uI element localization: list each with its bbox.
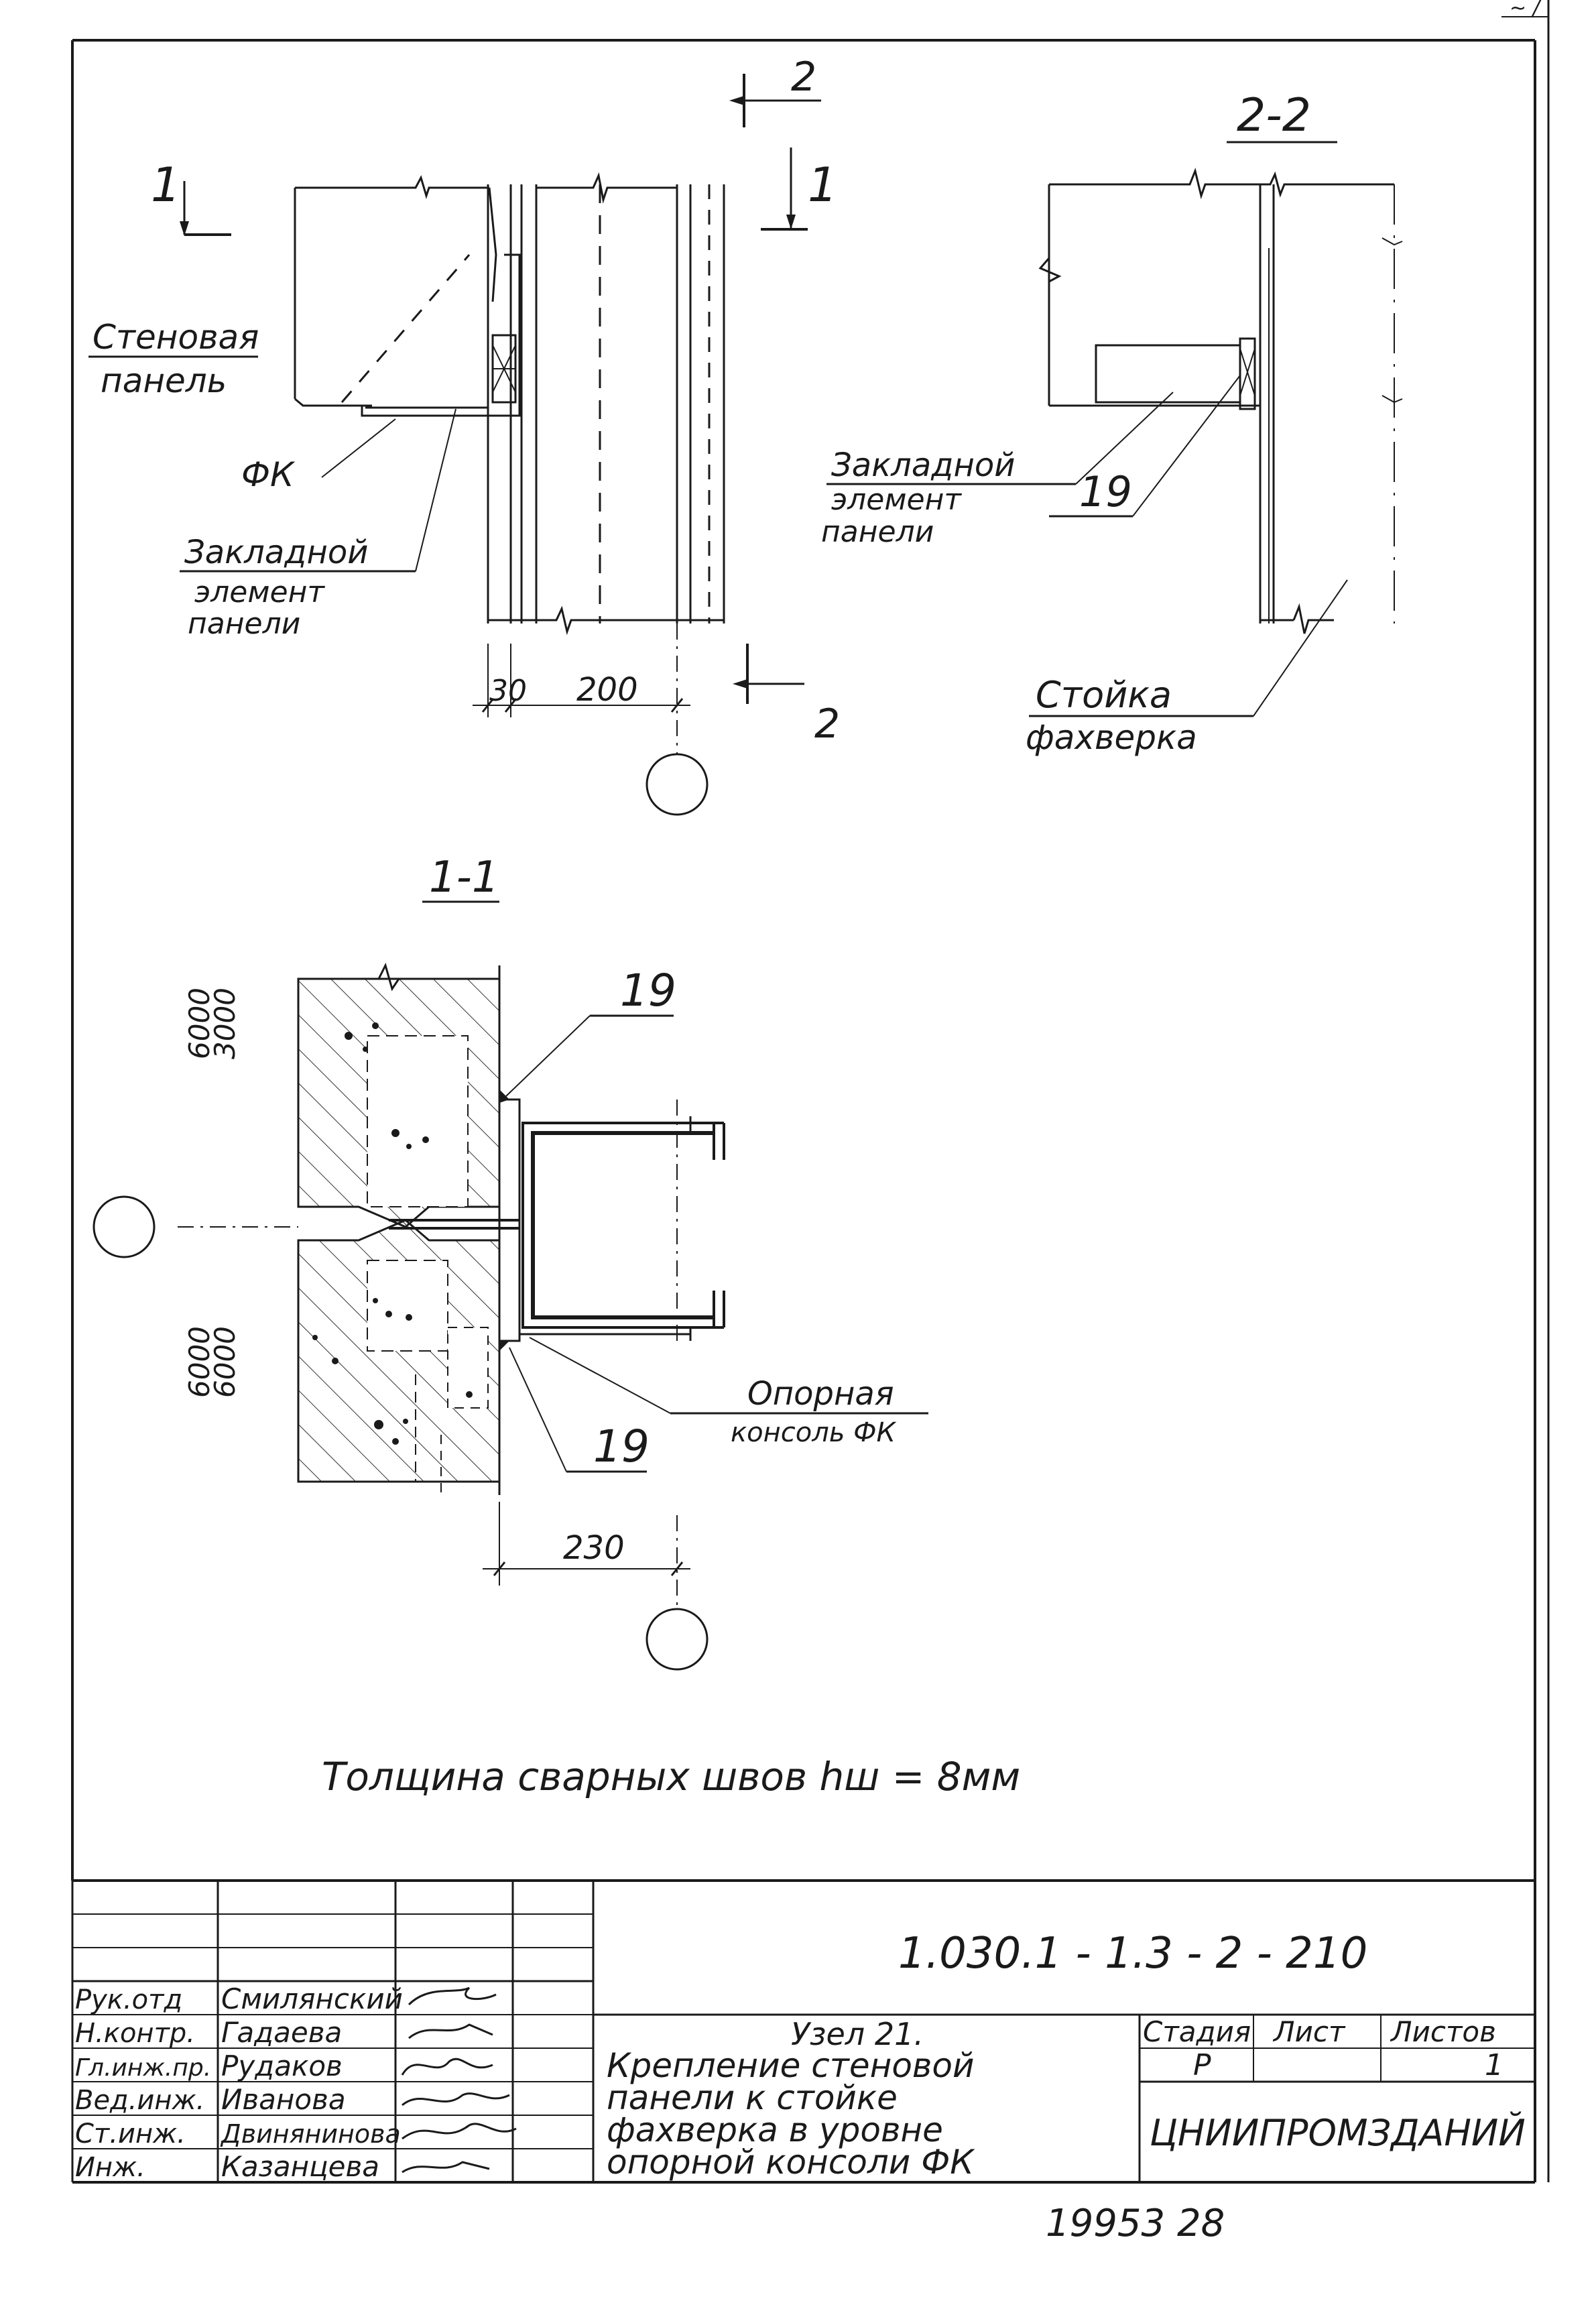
v22-label-19: 19 bbox=[1079, 467, 1132, 516]
title-line-5: опорной консоли ФК bbox=[607, 2143, 975, 2182]
concrete-aggregate bbox=[312, 1022, 473, 1445]
title-line-1: Узел 21. bbox=[791, 2016, 924, 2052]
staff-name-5: Двинянинова bbox=[220, 2119, 401, 2149]
view-1-1-title: 1-1 bbox=[429, 853, 499, 902]
staff-name-6: Казанцева bbox=[221, 2150, 379, 2183]
corner-fragment: ~ / bbox=[1510, 0, 1542, 20]
embedded-label-line3: панели bbox=[188, 607, 300, 641]
stage-header: Стадия bbox=[1143, 2015, 1251, 2048]
title-block: Рук.отд Смилянский Н.контр. Гадаева Гл.и… bbox=[71, 1879, 1535, 2184]
sheet-frame: ~ / bbox=[71, 0, 1550, 2182]
sheets-header: Листов bbox=[1390, 2015, 1496, 2048]
staff-name-4: Иванова bbox=[221, 2083, 346, 2116]
dim-top-3000: 3000 bbox=[208, 988, 241, 1059]
dim-230-label: 230 bbox=[563, 1529, 625, 1567]
embedded-label-line2: элемент bbox=[194, 575, 325, 609]
panel-label-line1: Стеновая bbox=[93, 318, 259, 357]
section-2-top-label: 2 bbox=[791, 54, 816, 101]
staff-name-3: Рудаков bbox=[221, 2050, 343, 2082]
view-2-2: 2-2 Закладной элемент панели 19 Стойка bbox=[821, 89, 1403, 757]
console-label-line2: консоль ФК bbox=[731, 1417, 897, 1448]
staff-role-3: Гл.инж.пр. bbox=[75, 2054, 211, 2082]
v22-embedded-line1: Закладной bbox=[831, 447, 1015, 484]
organization-name: ЦНИИПРОМЗДАНИЙ bbox=[1150, 2112, 1526, 2154]
section-2-bottom-label: 2 bbox=[814, 701, 840, 748]
label-19-bottom: 19 bbox=[593, 1421, 650, 1472]
elevation-view: 1 1 2 bbox=[88, 54, 840, 816]
title-line-3: панели к стойке bbox=[607, 2078, 898, 2117]
v22-column-line2: фахверка bbox=[1026, 718, 1197, 757]
v22-column-line1: Стойка bbox=[1036, 674, 1172, 716]
view-1-1: 1-1 6000 3000 6000 6000 bbox=[93, 853, 928, 1671]
staff-role-2: Н.контр. bbox=[75, 2018, 195, 2049]
footer-number: 19953 28 bbox=[1046, 2202, 1225, 2245]
signatures bbox=[401, 1986, 517, 2174]
dim-200-label: 200 bbox=[576, 671, 638, 709]
sheet-header: Лист bbox=[1272, 2015, 1346, 2048]
staff-name-2: Гадаева bbox=[221, 2016, 342, 2049]
title-line-4: фахверка в уровне bbox=[607, 2111, 943, 2149]
panel-label-line2: панель bbox=[101, 361, 227, 400]
v22-embedded-line3: панели bbox=[821, 515, 934, 549]
section-1-right-label: 1 bbox=[808, 158, 838, 213]
dim-30-label: 30 bbox=[489, 674, 527, 708]
fk-label: ФК bbox=[241, 455, 296, 494]
dim-bottom-6000a: 6000 bbox=[183, 1326, 216, 1398]
document-code: 1.030.1 - 1.3 - 2 - 210 bbox=[898, 1929, 1367, 1978]
embedded-label-line1: Закладной bbox=[184, 534, 368, 571]
dim-top-6000: 6000 bbox=[183, 988, 216, 1059]
staff-role-5: Ст.инж. bbox=[75, 2119, 186, 2149]
console-label-line1: Опорная bbox=[747, 1375, 894, 1413]
sheets-value: 1 bbox=[1485, 2048, 1503, 2082]
staff-role-1: Рук.отд bbox=[75, 1984, 182, 2015]
weld-thickness-note: Толщина сварных швов hш = 8мм bbox=[322, 1754, 1020, 1799]
v22-embedded-line2: элемент bbox=[831, 483, 962, 517]
view-2-2-title: 2-2 bbox=[1237, 89, 1311, 142]
staff-name-1: Смилянский bbox=[221, 1982, 403, 2015]
dim-bottom-6000b: 6000 bbox=[208, 1326, 241, 1398]
staff-role-4: Вед.инж. bbox=[75, 2085, 204, 2116]
label-19-top: 19 bbox=[620, 965, 676, 1016]
staff-role-6: Инж. bbox=[75, 2152, 145, 2183]
title-line-2: Крепление стеновой bbox=[607, 2046, 974, 2085]
stage-value: Р bbox=[1193, 2048, 1211, 2082]
section-1-left-label: 1 bbox=[151, 158, 181, 213]
